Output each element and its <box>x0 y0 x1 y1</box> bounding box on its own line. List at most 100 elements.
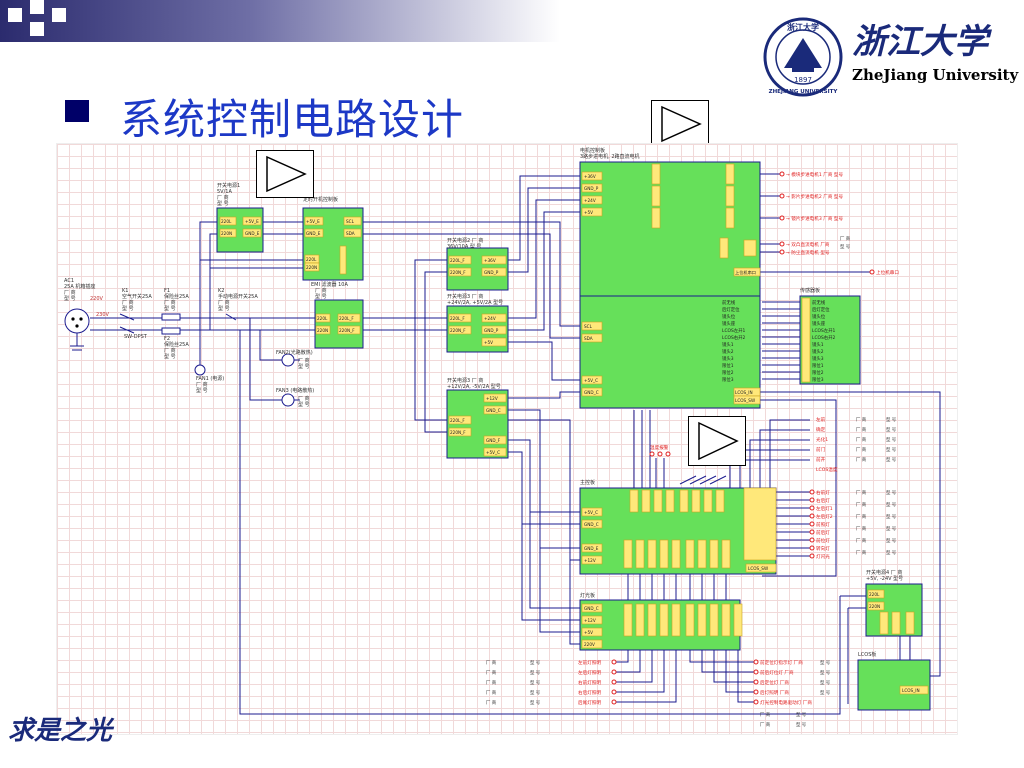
svg-text:→ 模块步进电机1 厂商 型号: → 模块步进电机1 厂商 型号 <box>786 171 843 178</box>
svg-text:前位灯: 前位灯 <box>816 537 830 544</box>
svg-text:厂 商: 厂 商 <box>298 395 310 402</box>
svg-text:后灯定位: 后灯定位 <box>722 306 740 313</box>
svg-text:EMI 滤波器 10A: EMI 滤波器 10A <box>311 281 348 288</box>
svg-text:开关电源3 厂 商: 开关电源3 厂 商 <box>447 377 483 384</box>
svg-text:左后灯1: 左后灯1 <box>816 505 833 512</box>
svg-text:→ 影片步进电机2 厂商 型号: → 影片步进电机2 厂商 型号 <box>786 193 843 200</box>
svg-text:镜头位: 镜头位 <box>812 313 826 320</box>
svg-text:前无线: 前无线 <box>812 299 826 306</box>
svg-text:GND_E: GND_E <box>584 546 599 551</box>
seal-bottom-text: ZHEJIANG UNIVERSITY <box>769 89 839 95</box>
svg-text:空气开关25A: 空气开关25A <box>122 293 152 300</box>
svg-text:镜头1: 镜头1 <box>812 341 824 348</box>
svg-text:F1: F1 <box>164 288 170 294</box>
seal-top-text: 浙江大学 <box>787 22 819 32</box>
svg-text:GND_P: GND_P <box>484 328 499 333</box>
svg-text:保险丝25A: 保险丝25A <box>164 293 189 300</box>
svg-text:型 号: 型 号 <box>886 537 897 544</box>
svg-text:型 号: 型 号 <box>886 426 897 433</box>
svg-text:厂 商: 厂 商 <box>486 679 497 686</box>
zju-seal-icon: 浙江大学 1897 ZHEJIANG UNIVERSITY <box>763 17 843 97</box>
svg-text:型 号: 型 号 <box>218 305 230 312</box>
svg-text:厂 商: 厂 商 <box>856 513 867 520</box>
svg-text:+5V_C: +5V_C <box>584 378 598 383</box>
svg-text:电机控制板: 电机控制板 <box>580 147 605 154</box>
svg-text:FAN2(光路散热): FAN2(光路散热) <box>276 349 313 356</box>
svg-text:厂 商: 厂 商 <box>486 689 497 696</box>
svg-text:GND_P: GND_P <box>484 270 499 275</box>
svg-text:型 号: 型 号 <box>298 363 310 370</box>
svg-text:型 号: 型 号 <box>886 549 897 556</box>
svg-text:GND_E: GND_E <box>245 231 260 236</box>
svg-text:右前灯照明: 右前灯照明 <box>578 679 601 686</box>
svg-text:型 号: 型 号 <box>530 689 541 696</box>
footer-logo: 求是之光 <box>8 716 113 746</box>
svg-text:右后灯: 右后灯 <box>816 497 830 504</box>
svg-text:定时开机控制板: 定时开机控制板 <box>303 196 338 203</box>
ac-desc: 25A 机箱插座 <box>64 283 95 290</box>
svg-text:厂 商: 厂 商 <box>856 426 867 433</box>
svg-text:型 号: 型 号 <box>530 669 541 676</box>
svg-text:厂 商: 厂 商 <box>856 416 867 423</box>
svg-text:+24V: +24V <box>484 316 496 321</box>
svg-text:220L_F: 220L_F <box>450 316 465 321</box>
svg-text:灯闪光: 灯闪光 <box>816 553 830 560</box>
svg-text:前门: 前门 <box>816 446 826 453</box>
svg-text:开关电源1: 开关电源1 <box>217 182 240 189</box>
svg-text:型 号: 型 号 <box>530 659 541 666</box>
svg-text:限位3: 限位3 <box>812 376 824 383</box>
svg-text:220N: 220N <box>317 328 328 333</box>
play-button-top[interactable] <box>651 100 709 148</box>
svg-text:型 号: 型 号 <box>886 513 897 520</box>
svg-text:+5V, -24V 型号: +5V, -24V 型号 <box>866 575 903 582</box>
svg-text:LCOS左开1: LCOS左开1 <box>722 327 746 334</box>
sensor-board <box>579 295 761 409</box>
fan-icon <box>194 364 206 376</box>
play-button-right[interactable] <box>688 416 746 466</box>
svg-text:主控板: 主控板 <box>580 479 595 486</box>
svg-text:GND_C: GND_C <box>584 522 599 527</box>
svg-text:SDA: SDA <box>346 231 355 236</box>
svg-text:型 号: 型 号 <box>820 669 831 676</box>
svg-text:灯光控制电路驱动灯 厂商: 灯光控制电路驱动灯 厂商 <box>760 699 812 706</box>
fan-icon <box>281 393 295 407</box>
play-button-left[interactable] <box>256 150 314 198</box>
svg-text:镜头座: 镜头座 <box>812 320 826 327</box>
svg-text:厂 商: 厂 商 <box>486 659 497 666</box>
svg-text:220L: 220L <box>317 316 328 321</box>
svg-text:厂 商: 厂 商 <box>760 711 771 718</box>
svg-text:+24V/2A, +5V/2A 型号: +24V/2A, +5V/2A 型号 <box>447 299 503 306</box>
svg-text:型 号: 型 号 <box>886 446 897 453</box>
svg-text:FAN3 (电路散热): FAN3 (电路散热) <box>276 387 314 394</box>
svg-text:SDA: SDA <box>584 336 593 341</box>
svg-text:220N: 220N <box>221 231 232 236</box>
svg-text:后灯定位: 后灯定位 <box>812 306 830 313</box>
svg-text:右后灯照明: 右后灯照明 <box>578 689 601 696</box>
seal-year-text: 1897 <box>794 76 812 84</box>
svg-text:GND_C: GND_C <box>584 390 599 395</box>
svg-text:镜头3: 镜头3 <box>722 355 734 362</box>
svg-text:型 号: 型 号 <box>886 416 897 423</box>
svg-text:220L: 220L <box>221 219 232 224</box>
play-icon <box>698 421 739 461</box>
svg-text:+24V: +24V <box>584 198 596 203</box>
svg-text:厂 商: 厂 商 <box>856 525 867 532</box>
fan-icon <box>281 353 295 367</box>
svg-text:型 号: 型 号 <box>820 659 831 666</box>
svg-text:前无线: 前无线 <box>722 299 736 306</box>
svg-text:镜头座: 镜头座 <box>722 320 736 327</box>
svg-text:厂 商: 厂 商 <box>856 436 867 443</box>
svg-text:型 号: 型 号 <box>820 679 831 686</box>
header-decor-square <box>52 8 66 22</box>
svg-text:+5V: +5V <box>584 210 593 215</box>
svg-text:前照灯: 前照灯 <box>816 521 830 528</box>
svg-text:限位3: 限位3 <box>722 376 734 383</box>
svg-text:220L_F: 220L_F <box>450 418 465 423</box>
svg-text:36V/10A 型 号: 36V/10A 型 号 <box>447 243 481 250</box>
header-decor-square <box>30 0 44 14</box>
svg-text:左后灯照明: 左后灯照明 <box>578 669 601 676</box>
svg-text:型 号: 型 号 <box>315 293 327 300</box>
ac-label: AC1 <box>64 278 74 284</box>
svg-text:K1: K1 <box>122 288 128 294</box>
svg-text:220L_F: 220L_F <box>339 316 354 321</box>
